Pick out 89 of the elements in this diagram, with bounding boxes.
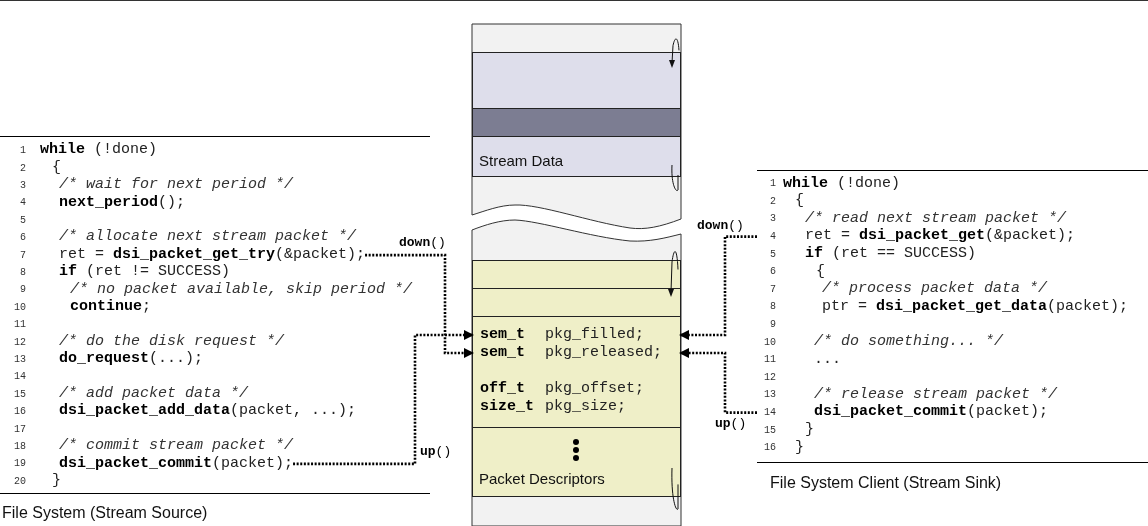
line-number: 8 [769,300,776,315]
type-name: sem_t [480,342,526,363]
line-number: 13 [763,388,776,403]
code-text: } [52,471,61,492]
code-text: { [52,157,61,177]
line-number: 18 [13,440,26,454]
field-name: pkg_offset; [545,378,645,399]
code-text: } [795,437,804,458]
line-number: 2 [769,194,776,209]
code-comment: /* do the disk request */ [59,331,285,351]
line-number: 12 [763,370,776,385]
code-text: if (ret != SUCCESS) [59,262,231,282]
line-number: 15 [13,387,26,402]
line-number: 3 [19,179,26,193]
edge-label: down() [696,218,745,233]
line-number: 6 [769,265,776,280]
line-number: 6 [19,231,26,246]
type-name: off_t [480,378,526,399]
line-number: 7 [769,282,776,297]
line-number: 2 [19,161,26,176]
code-comment: /* allocate next stream packet */ [59,227,357,247]
line-number: 5 [19,213,26,228]
line-number: 12 [13,335,26,350]
line-number: 11 [13,318,26,333]
field-name: pkg_size; [545,396,626,417]
code-comment: /* do something... */ [814,331,1004,352]
region-label: Stream Data [479,150,564,171]
type-name: sem_t [480,324,526,345]
panel-caption: File System Client (Stream Sink) [770,473,1002,493]
dotted-arrow [293,329,475,466]
line-number: 14 [13,370,26,385]
code-comment: /* add packet data */ [59,384,249,403]
dotted-arrow [678,235,757,341]
line-number: 19 [13,457,26,472]
line-number: 1 [769,177,776,192]
line-number: 16 [13,405,26,420]
line-number: 10 [13,300,26,315]
code-text: while (!done) [783,173,901,193]
filled-slot [473,108,680,137]
code-text: ptr = dsi_packet_get_data(packet); [822,296,1129,317]
field-name: pkg_released; [545,342,663,363]
dotted-arrow [365,253,475,359]
code-text: ret = dsi_packet_get(&packet); [805,226,1076,246]
code-comment: /* no packet available, skip period */ [70,279,413,299]
edge-label: up() [419,444,453,459]
line-number: 14 [763,406,776,421]
edge-label: up() [714,416,748,431]
line-number: 11 [763,353,776,368]
line-number: 13 [13,353,26,367]
type-name: size_t [480,396,535,417]
panel-caption: File System (Stream Source) [2,503,208,523]
code-text: } [805,419,814,440]
field-name: pkg_filled; [545,324,645,345]
code-text: { [795,191,804,212]
dotted-arrow [678,347,757,414]
code-text: dsi_packet_add_data(packet, ...); [59,401,357,422]
line-number: 3 [769,212,776,227]
region-label: Packet Descriptors [479,468,605,489]
line-number: 9 [19,283,26,298]
code-comment: /* process packet data */ [822,279,1048,299]
line-number: 5 [769,247,776,262]
line-number: 16 [763,441,776,456]
stream-data-buffer [472,52,681,177]
code-text: { [816,261,825,281]
line-number: 4 [19,196,26,211]
line-number: 4 [769,230,776,245]
code-text: dsi_packet_commit(packet); [59,453,294,473]
code-comment: /* read next stream packet */ [805,208,1067,228]
code-text: continue; [70,297,152,318]
code-text: if (ret == SUCCESS) [805,243,977,264]
code-text: dsi_packet_commit(packet); [814,402,1049,423]
line-number: 17 [13,422,26,437]
line-number: 20 [13,474,26,489]
edge-label: down() [398,235,447,250]
packet-descriptor-buffer [472,260,681,497]
line-number: 8 [19,266,26,280]
code-comment: /* commit stream packet */ [59,436,294,456]
code-text: do_request(...); [59,349,204,370]
code-comment: /* release stream packet */ [814,384,1058,404]
code-text: while (!done) [40,140,158,160]
line-number: 7 [19,248,26,263]
code-text: next_period(); [59,192,186,213]
line-number: 15 [763,423,776,438]
line-number: 1 [19,144,26,159]
line-number: 9 [769,318,776,333]
line-number: 10 [763,335,776,350]
code-text: ret = dsi_packet_get_try(&packet); [59,244,366,264]
code-text: ... [814,349,841,370]
code-comment: /* wait for next period */ [59,175,294,195]
